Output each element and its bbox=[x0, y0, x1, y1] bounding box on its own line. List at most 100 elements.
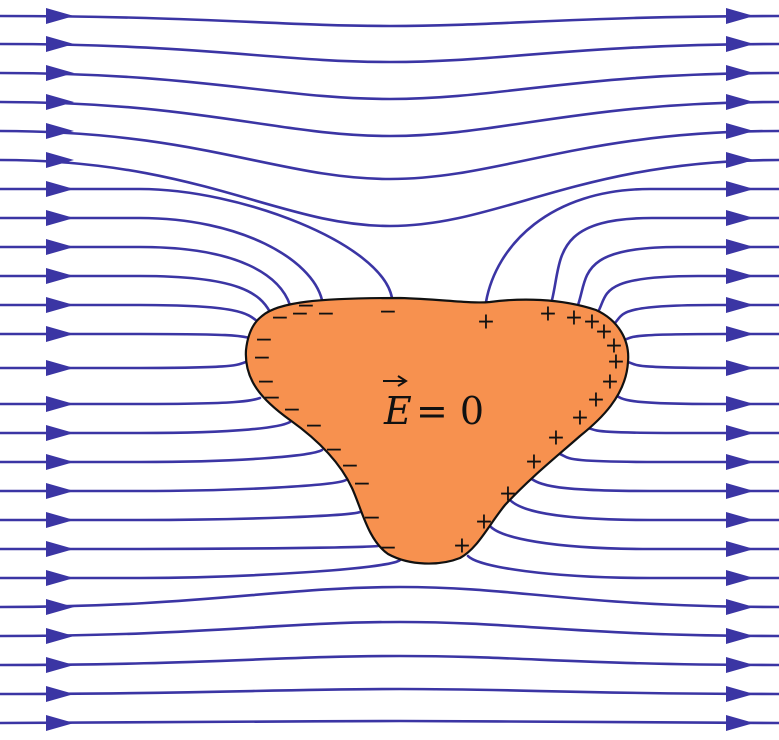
field-line bbox=[0, 42, 779, 64]
negative-charge-sign: − bbox=[257, 370, 275, 395]
field-line bbox=[0, 687, 779, 696]
right-arrowhead-icon bbox=[46, 396, 74, 412]
field-line bbox=[508, 498, 779, 522]
field-line bbox=[0, 303, 260, 324]
field-line bbox=[626, 360, 779, 370]
field-line bbox=[0, 558, 402, 580]
field-line bbox=[0, 216, 324, 302]
field-line bbox=[0, 158, 779, 228]
negative-charge-sign: − bbox=[291, 302, 309, 327]
right-arrowhead-icon bbox=[46, 181, 74, 197]
right-arrowhead-icon bbox=[726, 396, 754, 412]
right-arrowhead-icon bbox=[46, 570, 74, 586]
right-arrowhead-icon bbox=[46, 715, 74, 731]
field-line bbox=[0, 719, 779, 725]
right-arrowhead-icon bbox=[726, 512, 754, 528]
positive-charge-sign: + bbox=[571, 406, 589, 431]
field-line bbox=[0, 585, 779, 609]
right-arrowhead-icon bbox=[46, 268, 74, 284]
right-arrowhead-icon bbox=[726, 326, 754, 342]
right-arrowhead-icon bbox=[726, 94, 754, 110]
right-arrowhead-icon bbox=[46, 541, 74, 557]
vector-arrow-icon bbox=[383, 375, 408, 387]
right-arrowhead-icon bbox=[726, 65, 754, 81]
field-line bbox=[610, 390, 779, 406]
right-arrowhead-icon bbox=[46, 210, 74, 226]
right-arrowhead-icon bbox=[46, 686, 74, 702]
field-line bbox=[0, 187, 394, 300]
field-line bbox=[0, 448, 324, 464]
right-arrowhead-icon bbox=[46, 94, 74, 110]
right-arrowhead-icon bbox=[726, 599, 754, 615]
field-symbol: E bbox=[383, 389, 412, 433]
surface-charges: −−−−−−−−−−−−−−−−+++++++++++++++ bbox=[253, 294, 625, 561]
field-line bbox=[0, 14, 779, 28]
field-line bbox=[576, 245, 779, 307]
negative-charge-sign: − bbox=[325, 438, 343, 463]
field-line bbox=[0, 332, 252, 340]
field-line bbox=[0, 620, 779, 638]
negative-charge-sign: − bbox=[379, 300, 397, 325]
positive-charge-sign: + bbox=[539, 302, 557, 327]
field-lines bbox=[0, 8, 779, 731]
field-line bbox=[0, 654, 779, 667]
right-arrowhead-icon bbox=[46, 360, 74, 376]
field-line bbox=[550, 216, 779, 302]
right-arrowhead-icon bbox=[726, 123, 754, 139]
right-arrowhead-icon bbox=[46, 599, 74, 615]
right-arrowhead-icon bbox=[46, 65, 74, 81]
right-arrowhead-icon bbox=[46, 483, 74, 499]
field-line bbox=[0, 510, 362, 522]
field-inside-label: E = 0 bbox=[383, 375, 484, 433]
field-line bbox=[0, 71, 779, 101]
positive-charge-sign: + bbox=[605, 334, 623, 359]
negative-charge-sign: − bbox=[353, 472, 371, 497]
field-line bbox=[466, 554, 779, 580]
positive-charge-sign: + bbox=[525, 450, 543, 475]
field-line bbox=[0, 274, 272, 314]
positive-charge-sign: + bbox=[547, 426, 565, 451]
negative-charge-sign: − bbox=[305, 414, 323, 439]
negative-charge-sign: − bbox=[363, 506, 381, 531]
field-line bbox=[0, 129, 779, 181]
right-arrowhead-icon bbox=[726, 570, 754, 586]
right-arrowhead-icon bbox=[726, 297, 754, 313]
right-arrowhead-icon bbox=[46, 36, 74, 52]
field-line bbox=[612, 303, 779, 326]
right-arrowhead-icon bbox=[46, 454, 74, 470]
right-arrowhead-icon bbox=[46, 123, 74, 139]
positive-charge-sign: + bbox=[565, 306, 583, 331]
negative-charge-sign: − bbox=[271, 306, 289, 331]
right-arrowhead-icon bbox=[726, 36, 754, 52]
positive-charge-sign: + bbox=[595, 320, 613, 345]
right-arrowhead-icon bbox=[46, 239, 74, 255]
field-line bbox=[488, 524, 779, 551]
field-line bbox=[0, 245, 292, 307]
right-arrowhead-icon bbox=[726, 8, 754, 24]
field-line bbox=[0, 396, 262, 406]
field-line bbox=[586, 426, 779, 435]
field-line bbox=[596, 274, 779, 314]
positive-charge-sign: + bbox=[587, 388, 605, 413]
positive-charge-sign: + bbox=[475, 510, 493, 535]
negative-charge-sign: − bbox=[255, 328, 273, 353]
right-arrowhead-icon bbox=[46, 628, 74, 644]
right-arrowhead-icon bbox=[46, 8, 74, 24]
field-line bbox=[0, 478, 348, 493]
right-arrowhead-icon bbox=[726, 181, 754, 197]
right-arrowhead-icon bbox=[726, 686, 754, 702]
field-line bbox=[0, 420, 292, 435]
field-line bbox=[0, 544, 380, 551]
field-line bbox=[0, 100, 779, 138]
negative-charge-sign: − bbox=[253, 346, 271, 371]
right-arrowhead-icon bbox=[726, 628, 754, 644]
positive-charge-sign: + bbox=[453, 534, 471, 559]
field-line bbox=[622, 332, 779, 342]
right-arrowhead-icon bbox=[46, 657, 74, 673]
right-arrowhead-icon bbox=[726, 239, 754, 255]
positive-charge-sign: + bbox=[601, 370, 619, 395]
positive-charge-sign: + bbox=[583, 310, 601, 335]
negative-charge-sign: − bbox=[341, 454, 359, 479]
right-arrowhead-icon bbox=[726, 454, 754, 470]
